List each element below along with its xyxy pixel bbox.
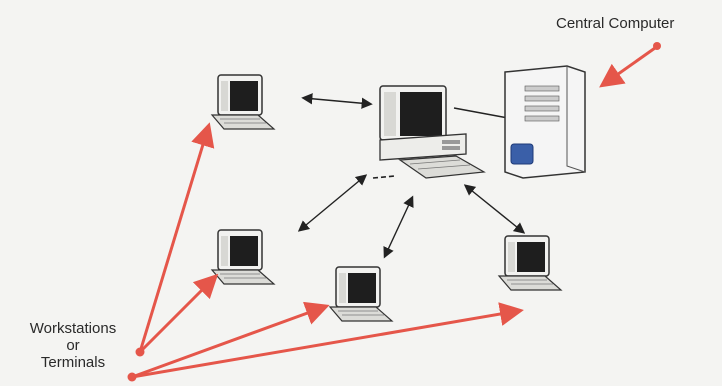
pointer-central — [599, 46, 656, 88]
desktop-computer-icon — [379, 85, 486, 179]
terminal-top-left — [211, 74, 275, 130]
pointer-ws-bottom — [131, 301, 330, 379]
connector-hub-topleft — [301, 93, 373, 109]
connector-hub-bottom — [383, 195, 414, 259]
central-computer-label: Central Computer — [556, 15, 675, 32]
pointer-ws-topleft — [138, 122, 215, 353]
connector-hub-midleft — [297, 174, 368, 232]
connection-arrows — [297, 93, 526, 259]
connector-hub-right — [463, 184, 526, 234]
terminal-bottom-right — [498, 235, 562, 291]
terminal-mid-left — [211, 229, 275, 285]
pointer-arrows — [127, 42, 661, 382]
connector-hub-server — [453, 107, 509, 119]
workstations-label-line3: Terminals — [40, 354, 106, 371]
pointer-ws-right — [131, 302, 524, 379]
server-tower-icon — [504, 65, 586, 179]
workstations-label-line2: or — [66, 337, 80, 354]
server-badge — [510, 143, 534, 165]
workstations-label: Workstations or Terminals — [8, 320, 138, 371]
terminal-bottom-middle — [329, 266, 393, 322]
pointer-ws-midleft — [138, 273, 219, 354]
workstations-label-line1: Workstations — [29, 320, 117, 337]
